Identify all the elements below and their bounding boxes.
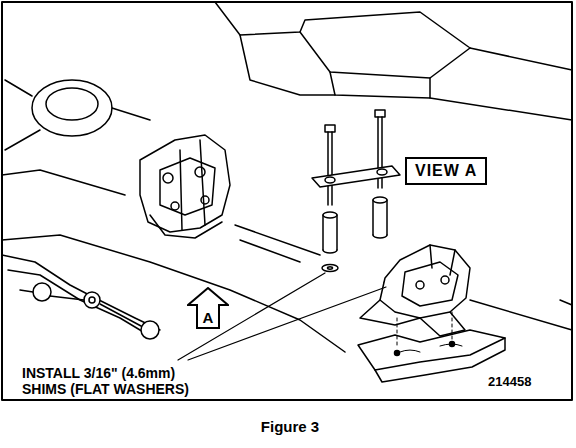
spacer-tubes — [323, 197, 387, 253]
leader-lines — [178, 273, 386, 360]
figure-frame — [2, 2, 572, 400]
view-letter: A — [203, 309, 214, 326]
view-label-box: VIEW A — [405, 157, 487, 185]
figure-caption: Figure 3 — [261, 418, 319, 435]
spacer-plate — [312, 166, 400, 187]
crossmember — [2, 170, 572, 352]
left-housing — [5, 80, 150, 150]
engine-block — [215, 2, 572, 120]
figure-number: 214458 — [488, 375, 531, 390]
left-engine-mount — [140, 135, 230, 238]
shim-note: INSTALL 3/16" (4.6mm) SHIMS (FLAT WASHER… — [22, 365, 222, 397]
arrow-shape — [188, 288, 228, 328]
steering-linkage — [2, 255, 160, 339]
mount-bolts — [325, 110, 385, 205]
view-arrow: A — [187, 287, 229, 329]
frame-rail — [358, 312, 505, 382]
view-title: VIEW A — [415, 162, 477, 180]
